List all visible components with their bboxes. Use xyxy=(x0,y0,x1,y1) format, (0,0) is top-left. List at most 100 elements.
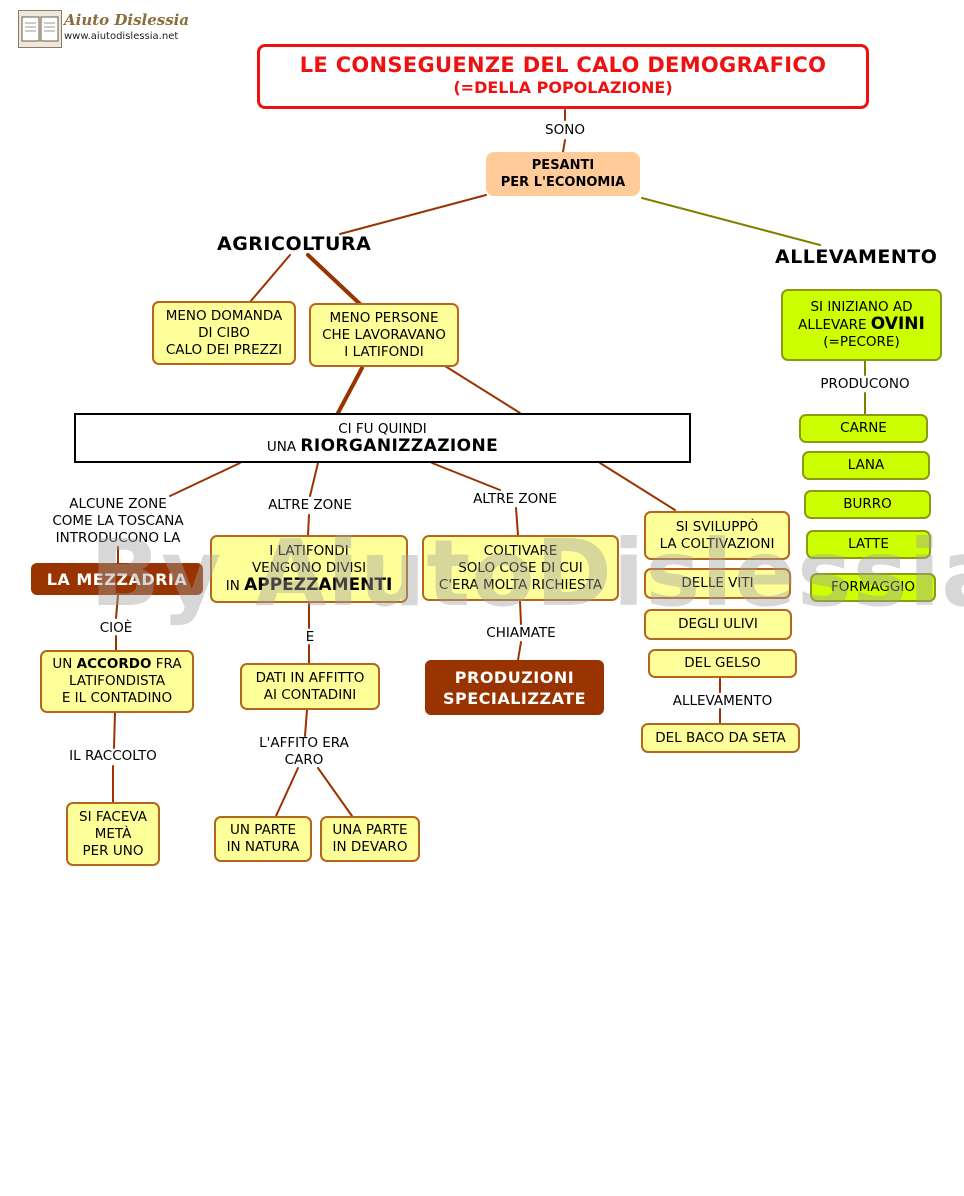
connector-line xyxy=(562,139,566,153)
connector-line xyxy=(113,712,116,749)
node-accordo: UN ACCORDO FRA LATIFONDISTA E IL CONTADI… xyxy=(40,650,194,713)
accordo-prefix: UN xyxy=(52,656,77,672)
natura-line2: IN NATURA xyxy=(226,839,300,855)
link-altre-zone-1: ALTRE ZONE xyxy=(268,497,352,513)
sviluppo-line1: SI SVILUPPÒ xyxy=(675,518,759,535)
accordo-suffix: FRA xyxy=(151,656,182,672)
connector-line xyxy=(307,514,310,536)
connector-line xyxy=(641,197,821,246)
link-sono: SONO xyxy=(545,122,585,138)
title-line-1: LE CONSEGUENZE DEL CALO DEMOGRAFICO xyxy=(299,53,827,77)
product-latte: LATTE xyxy=(806,530,931,559)
link-alcune-zone: ALCUNE ZONE COME LA TOSCANA INTRODUCONO … xyxy=(38,496,198,547)
node-meno-domanda: MENO DOMANDA DI CIBO CALO DEI PREZZI xyxy=(152,301,296,365)
sviluppo-line2: LA COLTIVAZIONI xyxy=(659,535,775,552)
ovini-line2: ALLEVARE OVINI xyxy=(798,316,925,334)
connector-line xyxy=(517,641,522,661)
affitto-line2: AI CONTADINI xyxy=(263,686,357,703)
map-title: LE CONSEGUENZE DEL CALO DEMOGRAFICO (=DE… xyxy=(257,44,869,109)
connector-line xyxy=(169,462,241,497)
alcune-zone-line2: COME LA TOSCANA xyxy=(52,513,184,529)
riorganizzazione-strong: RIORGANIZZAZIONE xyxy=(300,435,499,456)
product-lana: LANA xyxy=(802,451,930,480)
node-produzioni: PRODUZIONI SPECIALIZZATE xyxy=(425,660,604,715)
latifondi-strong: APPEZZAMENTI xyxy=(244,575,393,595)
riorganizzazione-line1: CI FU QUINDI xyxy=(338,420,427,437)
accordo-line1: UN ACCORDO FRA xyxy=(52,656,181,673)
connector-line xyxy=(599,462,676,511)
crop-ulivi: DEGLI ULIVI xyxy=(644,609,792,640)
coltivare-line3: C'ERA MOLTA RICHIESTA xyxy=(438,576,603,593)
produzioni-line1: PRODUZIONI xyxy=(454,667,575,687)
link-allevamento: ALLEVAMENTO xyxy=(672,693,773,709)
ovini-prefix: ALLEVARE xyxy=(798,317,871,333)
link-cioe: CIOÈ xyxy=(99,620,133,636)
connector-line xyxy=(431,462,501,491)
affitto-line1: DATI IN AFFITTO xyxy=(255,669,365,686)
link-chiamate: CHIAMATE xyxy=(486,625,556,641)
node-meno-persone: MENO PERSONE CHE LAVORAVANO I LATIFONDI xyxy=(309,303,459,367)
meta-line1: SI FACEVA xyxy=(79,808,147,825)
alcune-zone-line1: ALCUNE ZONE xyxy=(69,496,167,512)
book-logo-icon xyxy=(18,10,62,48)
node-agricoltura: AGRICOLTURA xyxy=(217,233,372,255)
connector-line xyxy=(515,507,519,536)
node-devaro: UNA PARTE IN DEVARO xyxy=(320,816,420,862)
meno-domanda-line1: MENO DOMANDA xyxy=(165,307,283,324)
meno-persone-line3: I LATIFONDI xyxy=(344,343,424,360)
meno-domanda-line3: CALO DEI PREZZI xyxy=(165,341,283,358)
logo-url[interactable]: www.aiutodislessia.net xyxy=(64,31,179,42)
title-line-2: (=DELLA POPOLAZIONE) xyxy=(453,78,673,97)
natura-line1: UN PARTE xyxy=(230,822,296,838)
link-il-raccolto: IL RACCOLTO xyxy=(69,748,157,764)
riorganizzazione-line2: UNA RIORGANIZZAZIONE xyxy=(266,435,499,456)
connector-line xyxy=(306,253,362,306)
connector-line xyxy=(309,462,319,497)
link-affitto-caro: L'AFFITO ERA CARO xyxy=(244,735,364,769)
latifondi-prefix: IN xyxy=(225,578,245,594)
meta-line3: PER UNO xyxy=(82,842,144,859)
node-latifondi: I LATIFONDI VENGONO DIVISI IN APPEZZAMEN… xyxy=(210,535,408,603)
connector-line xyxy=(115,594,119,619)
connector-line xyxy=(339,194,487,235)
meno-persone-line2: CHE LAVORAVANO xyxy=(322,326,446,343)
meno-domanda-line2: DI CIBO xyxy=(198,324,250,341)
link-altre-zone-2: ALTRE ZONE xyxy=(473,491,557,507)
crop-gelso: DEL GELSO xyxy=(648,649,797,678)
coltivare-line2: SOLO COSE DI CUI xyxy=(458,559,583,576)
node-allevamento: ALLEVAMENTO xyxy=(775,246,938,268)
node-baco: DEL BACO DA SETA xyxy=(641,723,800,753)
crop-viti: DELLE VITI xyxy=(644,568,791,599)
node-natura: UN PARTE IN NATURA xyxy=(214,816,312,862)
meta-line2: METÀ xyxy=(94,825,132,842)
produzioni-line2: SPECIALIZZATE xyxy=(442,688,587,708)
product-formaggio: FORMAGGIO xyxy=(810,573,936,602)
node-pesanti-line2: PER L'ECONOMIA xyxy=(500,175,626,190)
accordo-line3: E IL CONTADINO xyxy=(61,690,173,706)
node-sviluppo: SI SVILUPPÒ LA COLTIVAZIONI xyxy=(644,511,790,560)
latifondi-line1: I LATIFONDI xyxy=(269,543,349,559)
connector-line xyxy=(304,709,308,737)
affitto-caro-line1: L'AFFITO ERA xyxy=(259,735,349,751)
affitto-caro-line2: CARO xyxy=(284,752,324,768)
node-riorganizzazione: CI FU QUINDI UNA RIORGANIZZAZIONE xyxy=(74,413,691,463)
node-pesanti: PESANTI PER L'ECONOMIA xyxy=(486,152,640,196)
link-e: E xyxy=(305,629,315,645)
latifondi-line2: VENGONO DIVISI xyxy=(251,560,367,576)
devaro-line2: IN DEVARO xyxy=(332,839,408,855)
logo-name: Aiuto Dislessia xyxy=(64,11,190,29)
node-mezzadria: LA MEZZADRIA xyxy=(31,563,203,595)
accordo-line2: LATIFONDISTA xyxy=(68,673,166,689)
accordo-strong: ACCORDO xyxy=(76,656,152,672)
meno-persone-line1: MENO PERSONE xyxy=(329,309,439,326)
connector-line xyxy=(275,767,299,817)
ovini-strong: OVINI xyxy=(870,314,925,334)
alcune-zone-line3: INTRODUCONO LA xyxy=(55,530,181,546)
coltivare-line1: COLTIVARE xyxy=(483,542,558,559)
ovini-line1: SI INIZIANO AD xyxy=(810,299,913,315)
link-producono: PRODUCONO xyxy=(820,376,910,392)
riorganizzazione-prefix: UNA xyxy=(266,438,301,455)
ovini-line3: (=PECORE) xyxy=(823,334,900,350)
connector-line xyxy=(336,366,364,415)
